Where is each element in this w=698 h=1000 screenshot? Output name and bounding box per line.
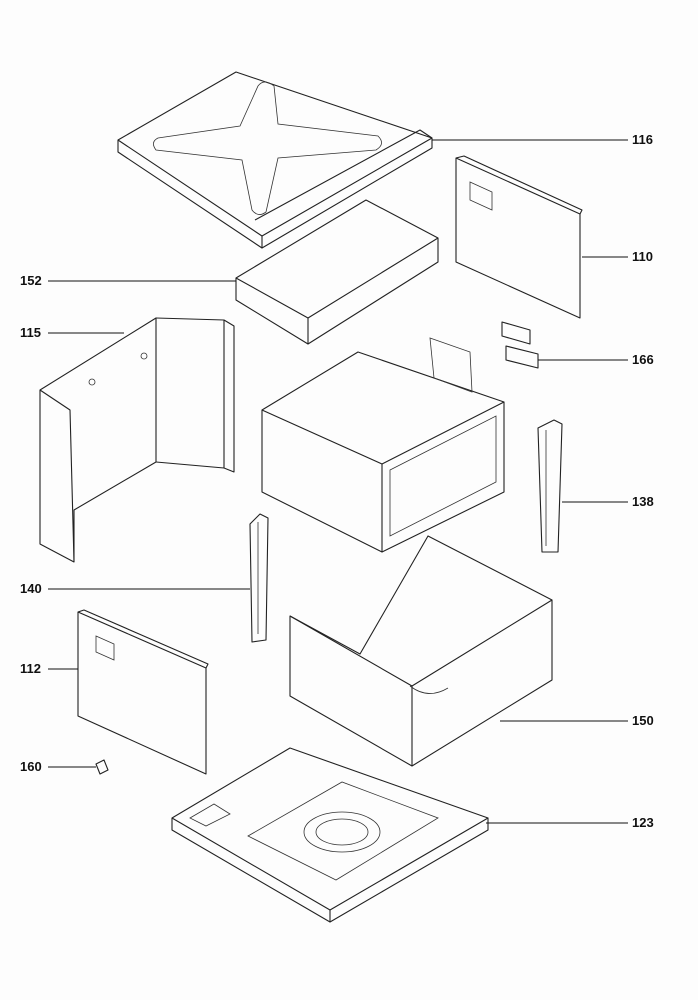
- part-112-side-plate: [77, 609, 209, 775]
- callout-110: 110: [632, 249, 653, 264]
- oven-cavity: [261, 337, 505, 553]
- callout-140: 140: [20, 581, 42, 596]
- part-150-insulation-wrap: [289, 535, 553, 767]
- leader-lines: [48, 139, 628, 824]
- callout-166: 166: [632, 352, 654, 367]
- callout-115: 115: [20, 325, 41, 340]
- part-152-insulation-top: [235, 199, 439, 345]
- part-140-left-shelf-guide: [249, 513, 269, 643]
- part-110-back-panel: [455, 155, 583, 319]
- callout-123: 123: [632, 815, 654, 830]
- part-160-clip: [95, 759, 109, 775]
- callout-160: 160: [20, 759, 42, 774]
- part-123-base-plate: [171, 747, 489, 923]
- part-115-left-side-panel: [39, 317, 235, 563]
- callout-112: 112: [20, 661, 41, 676]
- part-138-right-shelf-guide: [537, 419, 563, 553]
- callout-138: 138: [632, 494, 654, 509]
- callout-152: 152: [20, 273, 42, 288]
- part-116-top-cover: [117, 71, 433, 249]
- part-166-labels: [501, 321, 539, 369]
- callout-150: 150: [632, 713, 654, 728]
- callout-116: 116: [632, 132, 653, 147]
